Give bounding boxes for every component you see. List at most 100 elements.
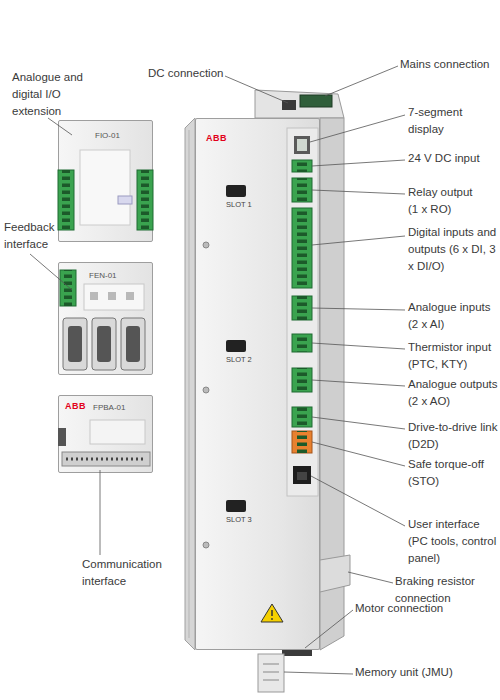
terminal-holes [292, 431, 312, 453]
slot-label: SLOT 1 [226, 200, 252, 209]
callout-label: Digital inputs and outputs (6 x DI, 3 x … [408, 224, 500, 275]
drive-unit: ABB SLOT 1 SLOT 2 SLOT 3 [195, 118, 320, 650]
model-label: FEN-01 [89, 271, 117, 280]
leader-line [284, 672, 353, 674]
leader-line [311, 476, 405, 526]
terminal-holes [292, 407, 312, 427]
module-plate [84, 284, 144, 310]
d-sub-socket [126, 326, 140, 362]
terminal-block [292, 407, 312, 427]
module-plate [90, 420, 145, 444]
callout-label: 24 V DC input [408, 150, 500, 167]
warning-symbol [261, 604, 283, 622]
leader-line [348, 572, 393, 583]
header-pins [66, 458, 146, 461]
leader-line [312, 190, 405, 194]
terminal-block [60, 270, 76, 306]
seven-segment-display [294, 136, 310, 154]
braking-resistor-tab [320, 555, 350, 592]
terminal-block [292, 160, 312, 172]
leader-line [310, 115, 405, 142]
callout-label: 7-segment display [408, 104, 478, 138]
terminal-block [58, 170, 74, 230]
terminal-block [292, 368, 312, 392]
mains-terminal [300, 95, 332, 107]
brand-logo: ABB [65, 401, 86, 411]
screw [203, 242, 209, 248]
option-slot-connector [226, 500, 246, 512]
callout-label: Analogue inputs (2 x AI) [408, 299, 500, 333]
terminal-holes [58, 170, 74, 230]
d-sub-connector [63, 318, 87, 370]
memory-unit-stripe [263, 672, 279, 673]
panel-port [293, 466, 311, 484]
callout-label: Drive-to-drive link (D2D) [408, 419, 500, 453]
callout-label: Safe torque-off (STO) [408, 456, 500, 490]
module-sticker [118, 196, 132, 204]
brand-logo: ABB [206, 133, 227, 143]
d-sub-connector [92, 318, 116, 370]
screw [203, 387, 209, 393]
terminal-block [292, 208, 312, 288]
heatsink-rib [189, 130, 190, 638]
d-sub-connector [121, 318, 145, 370]
top-mounting-bracket [255, 90, 344, 118]
terminal-holes [60, 270, 76, 306]
callout-label: Motor connection [355, 600, 465, 617]
warning-mark [271, 610, 273, 616]
terminal-block [292, 178, 312, 202]
module-plate [80, 150, 130, 225]
terminal-holes [292, 160, 312, 172]
terminal-block [292, 334, 312, 352]
leader-line [48, 118, 72, 135]
leader-line [312, 442, 405, 466]
screw [203, 542, 209, 548]
memory-unit-stripe [263, 664, 279, 665]
leader-line [325, 66, 398, 96]
dc-terminal [282, 100, 296, 110]
display-window [297, 139, 307, 151]
terminal-holes [292, 334, 312, 352]
d-sub-socket [68, 326, 82, 362]
callout-label: Communication interface [82, 556, 172, 590]
io-extension-module: FIO-01 [58, 120, 153, 242]
indicator [108, 292, 116, 300]
leader-line [100, 470, 101, 555]
callout-label: Memory unit (JMU) [355, 664, 475, 681]
terminal-block [137, 170, 153, 230]
control-strip [287, 128, 318, 496]
callout-label: Analogue and digital I/O extension [12, 69, 92, 120]
memory-unit-stripe [263, 680, 279, 681]
callout-label: User interface (PC tools, control panel) [408, 516, 500, 567]
bus-connector [58, 428, 66, 446]
heatsink-fins [185, 118, 195, 650]
terminal-holes [137, 170, 153, 230]
callout-label: Thermistor input (PTC, KTY) [408, 339, 500, 373]
model-label: FIO-01 [95, 131, 120, 140]
terminal-holes [292, 296, 312, 320]
sto-terminal-block [292, 431, 312, 453]
terminal-block [292, 296, 312, 320]
fieldbus-module: ABBFPBA-01 [58, 395, 153, 473]
leader-lines [30, 66, 405, 674]
slot-label: SLOT 2 [226, 355, 252, 364]
indicator [126, 292, 134, 300]
indicator [90, 292, 98, 300]
callout-label: Analogue outputs (2 x AO) [408, 376, 500, 410]
callout-label: Braking resistor connection [395, 573, 485, 607]
callout-label: DC connection [148, 65, 258, 82]
port-socket [297, 472, 307, 480]
d-sub-socket [97, 326, 111, 362]
memory-unit [258, 654, 284, 692]
option-slot-connector [226, 340, 246, 352]
leader-line [312, 160, 405, 166]
slot-label: SLOT 3 [226, 515, 252, 524]
leader-line [312, 308, 405, 310]
callout-label: Relay output (1 x RO) [408, 184, 480, 218]
leader-line [312, 417, 405, 429]
terminal-holes [292, 368, 312, 392]
terminal-holes [292, 178, 312, 202]
feedback-module: FEN-01 [58, 262, 153, 375]
option-slot-connector [226, 185, 246, 197]
